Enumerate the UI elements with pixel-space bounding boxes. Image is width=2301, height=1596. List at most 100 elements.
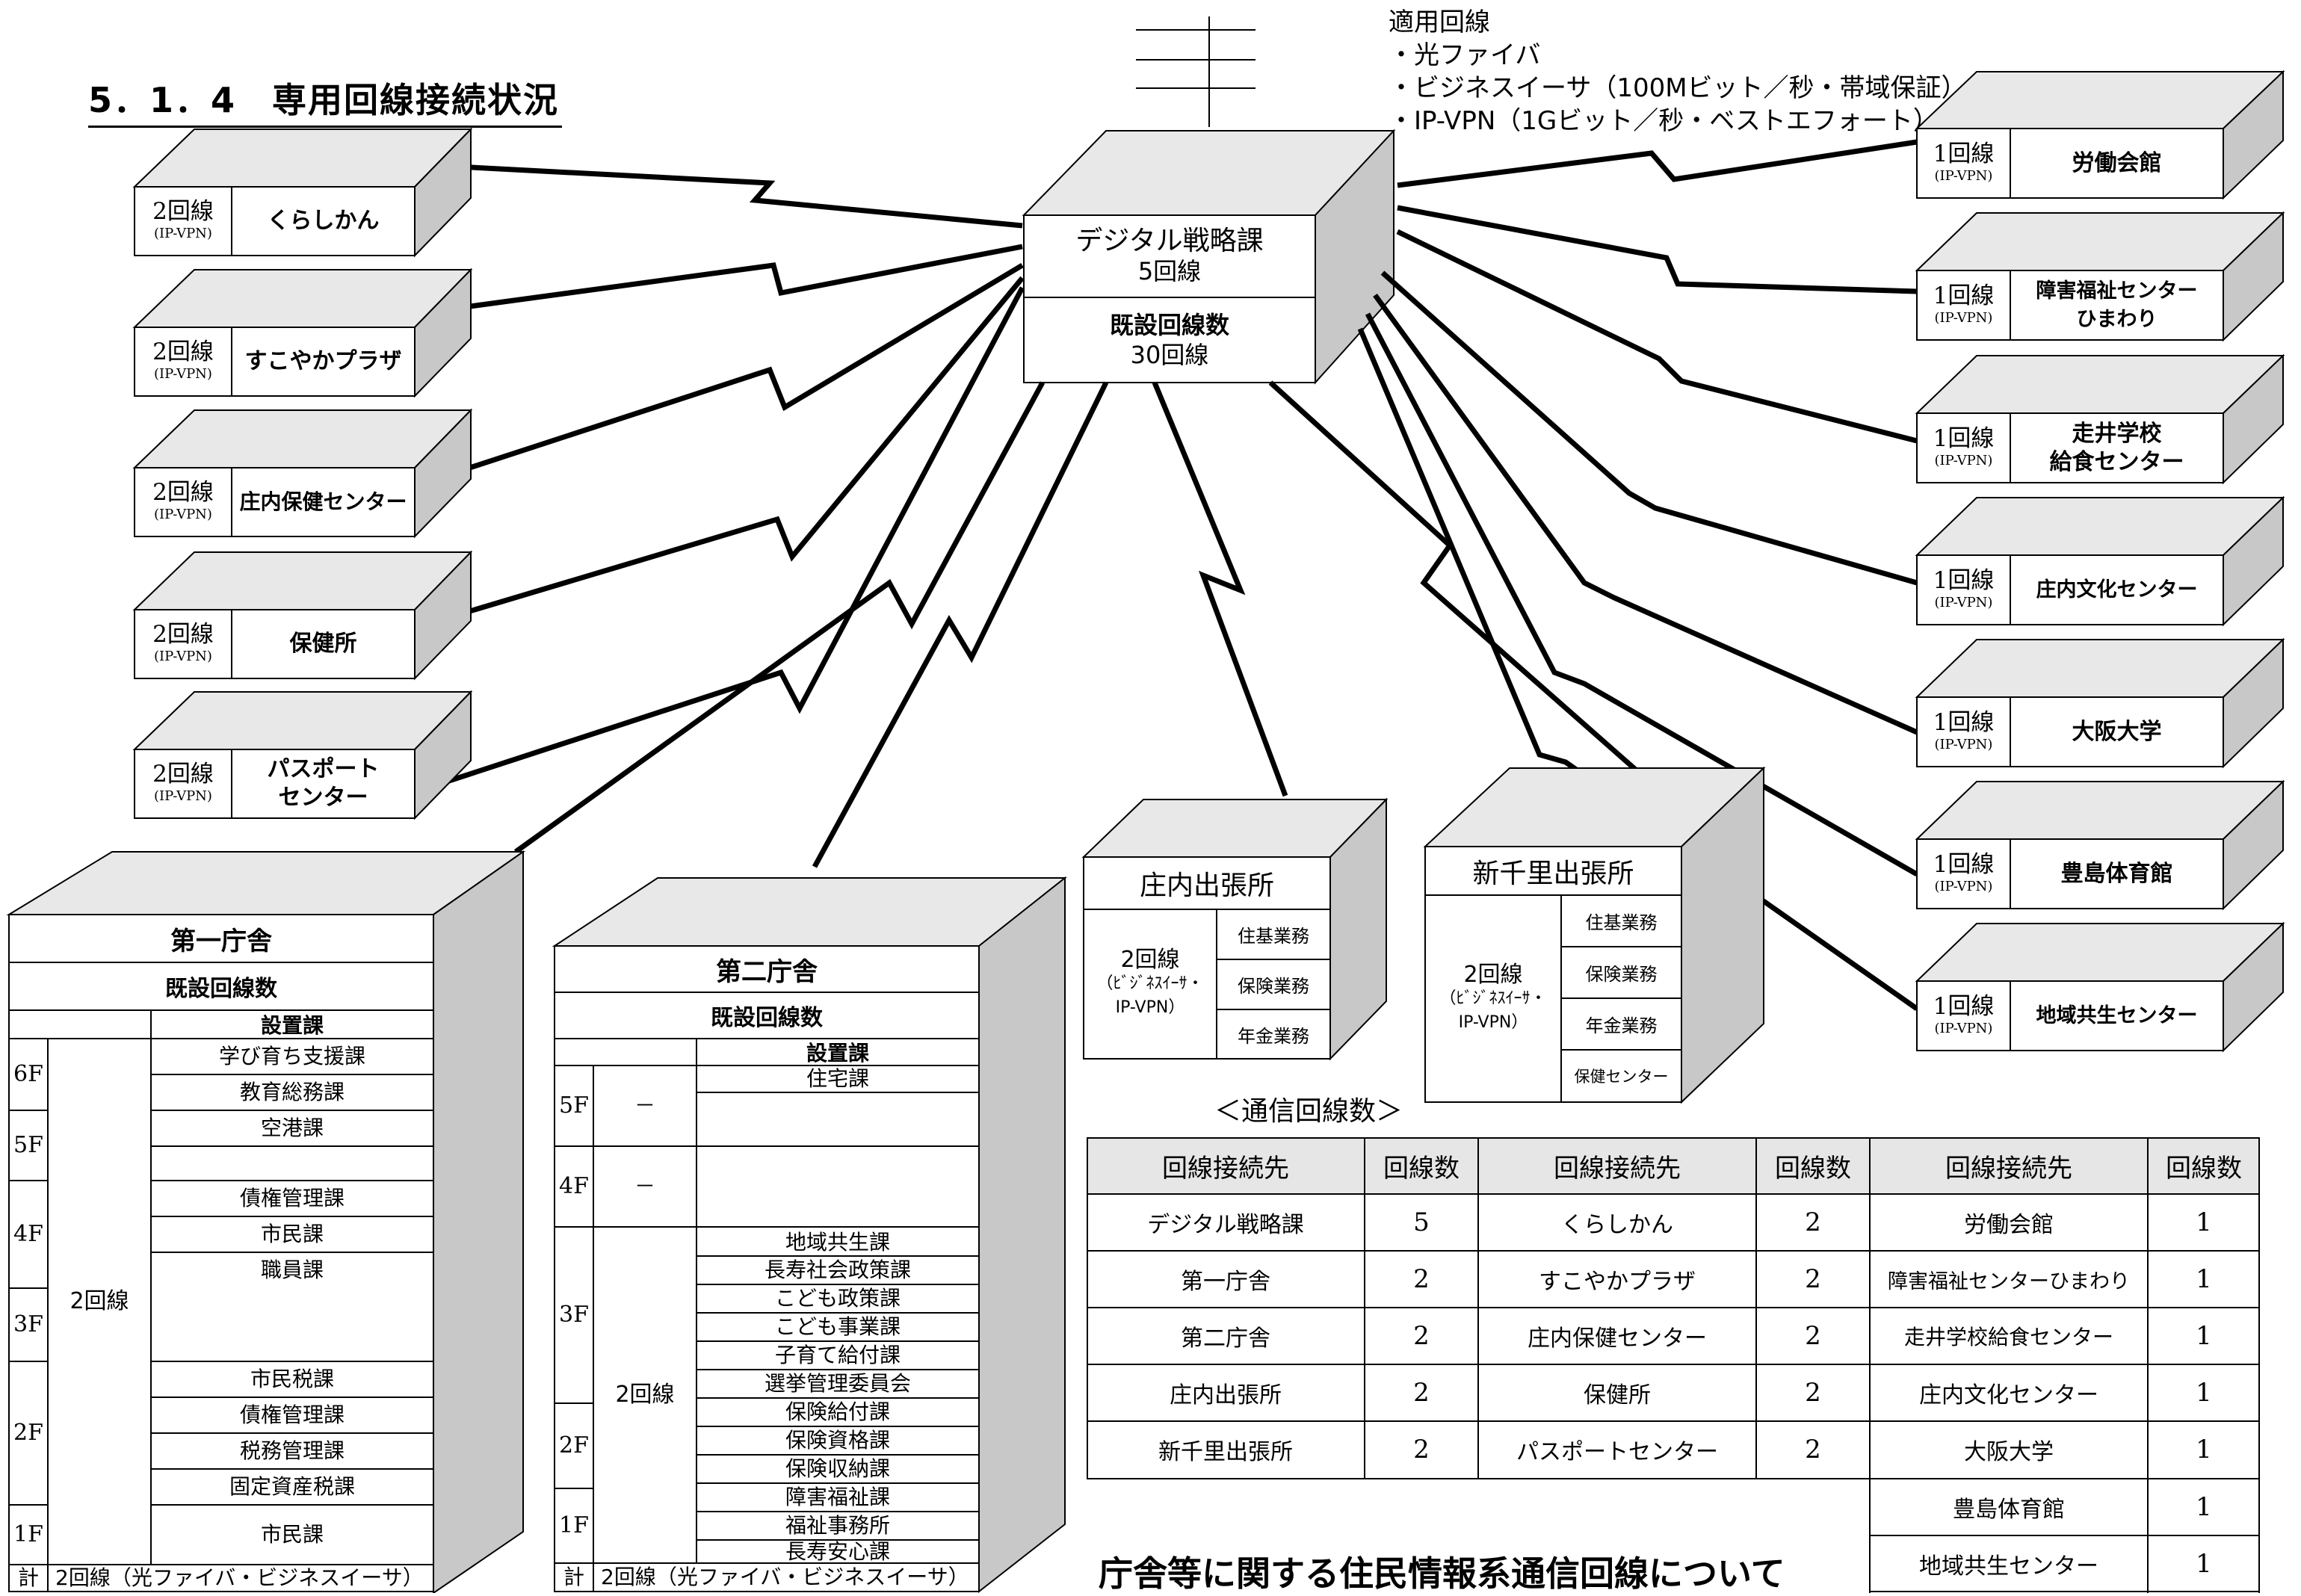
center-lines: 5回線 [1137,257,1202,285]
table-cell: 1 [2196,1435,2212,1464]
floor-label: 6F [13,1061,43,1087]
table-cell: くらしかん [1561,1212,1673,1238]
line-type-item: ・光ファイバ [1389,40,1541,70]
site-count: 2回線(IP-VPN) [152,338,214,382]
branch1-box [1081,797,1389,1061]
site-name: 庄内保健センター [239,489,407,514]
table-cell: 2 [1805,1264,1821,1294]
line-type-item: ・ビジネスイーサ（100Mビット／秒・帯域保証） [1389,73,1967,103]
building1-box [6,850,526,1593]
site-name: 豊島体育館 [2060,860,2173,887]
building2-panel: 第二庁舎 既設回線数 設置課 5F － 4F － 3F 2F 1F 2回線 住宅… [555,946,979,1592]
branch2-box [1423,766,1766,1104]
floor-label: 2F [13,1420,43,1446]
table-cell: 豊島体育館 [1953,1496,2065,1523]
site-name: くらしかん [267,208,380,234]
dept-cell: 保険資格課 [785,1428,890,1453]
site-count: 1回線(IP-VPN) [1933,424,1995,468]
table-cell: 2 [1805,1207,1821,1237]
dept-cell: 職員課 [260,1258,324,1282]
site-count: 1回線(IP-VPN) [1933,282,1995,326]
floor-label: 1F [559,1512,589,1538]
total-label: 計 [563,1565,584,1589]
floor-label: 4F [559,1173,589,1199]
table-cell: 2 [1413,1435,1430,1464]
count-table-grid [1087,1137,2260,1593]
table-header: 回線数 [2166,1153,2242,1184]
site-name: 走井学校給食センター [2049,420,2184,475]
site-name: 地域共生センター [2036,1003,2198,1027]
table-cell: 障害福祉センターひまわり [1888,1269,2130,1293]
building2-total: 2回線（光ファイバ・ビジネスイーサ） [601,1565,969,1589]
table-cell: 2 [1413,1264,1430,1294]
footer-caption: 庁舎等に関する住民情報系通信回線について [1099,1553,1785,1594]
service-cell: 住基業務 [1585,912,1658,933]
service-cell: 保健センター [1574,1068,1669,1086]
building1-grid [9,962,433,1592]
table-cell: 庄内保健センター [1528,1326,1707,1352]
site-name: 庄内文化センター [2036,578,2198,601]
site-count: 2回線(IP-VPN) [152,761,214,804]
site-name: 大阪大学 [2072,718,2162,745]
table-cell: すこやかプラザ [1539,1269,1696,1295]
site-name: 障害福祉センターひまわり [2036,279,2198,331]
floor-label: 2F [559,1432,589,1459]
left-site-boxes [132,127,473,820]
site-count: 1回線(IP-VPN) [1933,708,1995,752]
building2-dept-header: 設置課 [806,1041,869,1065]
floor-label: 5F [13,1132,43,1158]
building1-panel: 第一庁舎 既設回線数 設置課 6F 5F 4F 3F 2F 1F 2回線 学び育… [9,915,433,1592]
service-cell: 住基業務 [1238,926,1309,947]
branch1-count: 2回線 （ﾋﾞｼﾞﾈｽｲｰｻ・ IP-VPN） [1096,947,1204,1018]
count-table: 回線接続先 回線数 回線接続先 回線数 回線接続先 回線数 デジタル戦略課 5 … [1087,1137,2261,1593]
table-header: 回線数 [1383,1153,1460,1184]
branch2-count: 2回線 （ﾋﾞｼﾞﾈｽｲｰｻ・ IP-VPN） [1439,961,1547,1032]
dept-cell: 税務管理課 [239,1438,345,1463]
table-header: 回線接続先 [1162,1153,1289,1184]
dept-cell: 長寿安心課 [785,1538,890,1564]
center-existing: 既設回線数 30回線 [1024,297,1315,383]
table-cell: 1 [2196,1491,2212,1522]
dept-cell: 地域共生課 [785,1229,890,1255]
table-cell: 1 [2196,1378,2212,1408]
dept-cell: 子育て給付課 [774,1343,901,1367]
table-cell: 第一庁舎 [1181,1269,1270,1295]
branch1-grid [1084,909,1330,1059]
building2-existing-label: 既設回線数 [711,1005,823,1031]
floor-label: 1F [13,1521,43,1547]
table-cell: 庄内文化センター [1919,1382,2098,1408]
service-cell: 保険業務 [1585,964,1658,985]
floor-label: 4F [13,1221,43,1247]
right-site-boxes [1915,69,2285,1053]
dept-cell: 住宅課 [806,1066,869,1091]
dept-cell: 教育総務課 [239,1080,345,1104]
dept-cell: こども政策課 [774,1286,901,1311]
dept-cell: 債権管理課 [239,1186,345,1210]
table-cell: 地域共生センター [1919,1553,2098,1580]
building2-name: 第二庁舎 [716,956,818,987]
line-types-heading: 適用回線 [1389,7,1490,37]
branch2-name: 新千里出張所 [1472,858,1634,889]
center-existing-count: 30回線 [1130,341,1209,369]
table-cell: 保健所 [1584,1382,1651,1408]
dept-cell: 学び育ち支援課 [218,1044,365,1068]
branch1-name: 庄内出張所 [1139,870,1274,901]
site-count: 2回線(IP-VPN) [152,621,214,664]
dept-cell: 市民税課 [250,1367,334,1391]
total-label: 計 [17,1565,39,1590]
dept-cell: 長寿社会政策課 [764,1258,911,1282]
service-cell: 年金業務 [1585,1015,1658,1036]
center-existing-label: 既設回線数 [1109,311,1229,339]
dash-cell: － [634,1093,655,1118]
dept-cell: 市民課 [260,1522,324,1547]
building2-lines: 2回線 [615,1382,675,1408]
dash-cell: － [634,1174,655,1198]
table-cell: 2 [1805,1378,1821,1408]
branch2-panel: 新千里出張所 2回線 （ﾋﾞｼﾞﾈｽｲｰｻ・ IP-VPN） 住基業務 保険業務… [1425,847,1681,1102]
page-title: 5．1．4 専用回線接続状況 [88,73,563,128]
table-cell: 労働会館 [1964,1212,2054,1238]
table-header: 回線接続先 [1554,1153,1681,1184]
line-types-legend: 適用回線 ・光ファイバ ・ビジネスイーサ（100Mビット／秒・帯域保証） ・IP… [1389,6,1967,137]
table-cell: 大阪大学 [1964,1439,2054,1465]
site-name: パスポートセンター [267,756,380,811]
